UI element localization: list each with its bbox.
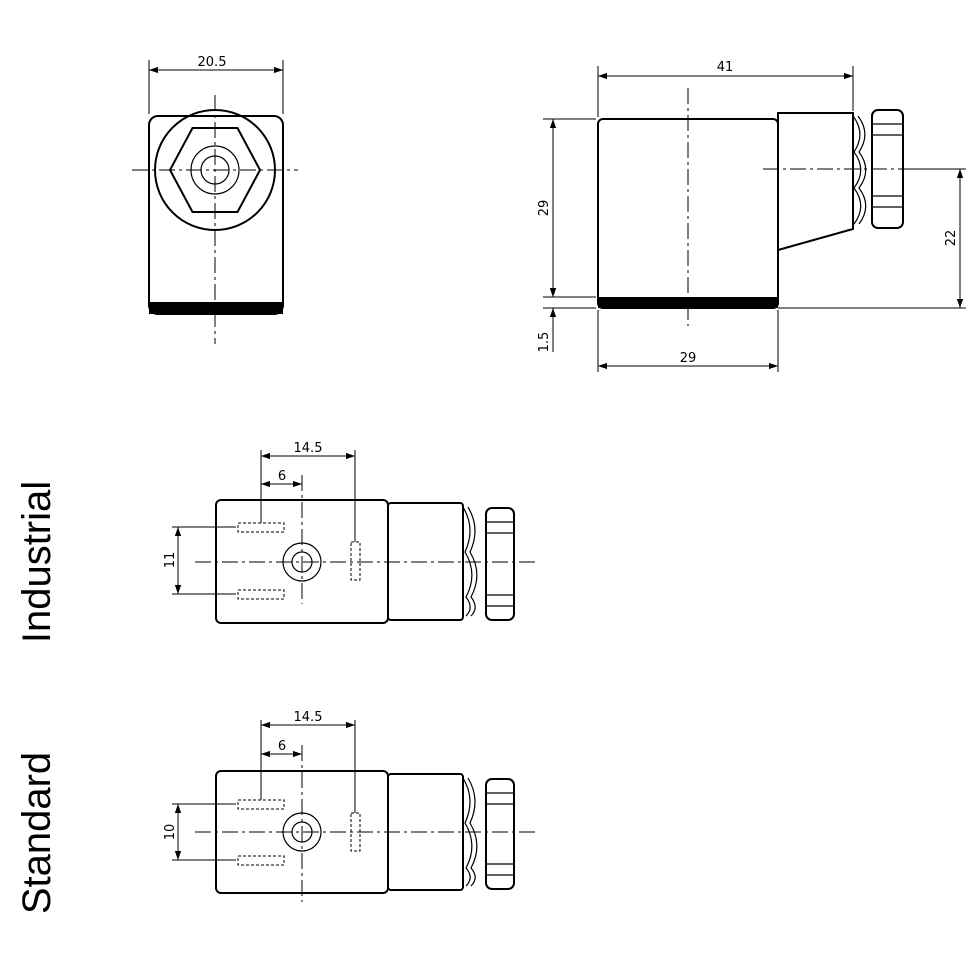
industrial-pin-2 bbox=[237, 589, 285, 600]
front-gasket bbox=[149, 302, 283, 314]
standard-spacing-label: 10 bbox=[163, 824, 178, 841]
front-width-label: 20.5 bbox=[198, 55, 227, 70]
front-view: 20.5 bbox=[132, 55, 298, 344]
side-thread bbox=[852, 115, 862, 225]
side-cable-boss bbox=[777, 112, 854, 251]
industrial-view: 14.5 6 11 bbox=[163, 441, 536, 624]
industrial-pin-label: 6 bbox=[278, 469, 286, 484]
side-body-label: 29 bbox=[680, 351, 697, 366]
side-center-height-label: 22 bbox=[944, 230, 959, 247]
industrial-gland-nut bbox=[485, 507, 515, 621]
side-length-label: 41 bbox=[717, 60, 734, 75]
standard-offset-label: 14.5 bbox=[294, 710, 323, 725]
standard-label: Standard bbox=[15, 752, 59, 914]
industrial-label: Industrial bbox=[15, 481, 59, 643]
side-gasket bbox=[598, 297, 778, 308]
standard-pin-label: 6 bbox=[278, 739, 286, 754]
industrial-spacing-label: 11 bbox=[163, 552, 178, 569]
side-view: 41 29 1.5 22 29 bbox=[537, 60, 966, 372]
industrial-pin-1 bbox=[237, 522, 285, 533]
standard-view: 14.5 6 10 bbox=[163, 710, 536, 902]
standard-gland-nut bbox=[485, 778, 515, 890]
standard-pin-2 bbox=[237, 855, 285, 866]
industrial-offset-label: 14.5 bbox=[294, 441, 323, 456]
side-base-label: 1.5 bbox=[537, 332, 552, 353]
industrial-earth-pin bbox=[350, 541, 361, 581]
standard-pin-1 bbox=[237, 799, 285, 810]
side-height-label: 29 bbox=[537, 200, 552, 217]
